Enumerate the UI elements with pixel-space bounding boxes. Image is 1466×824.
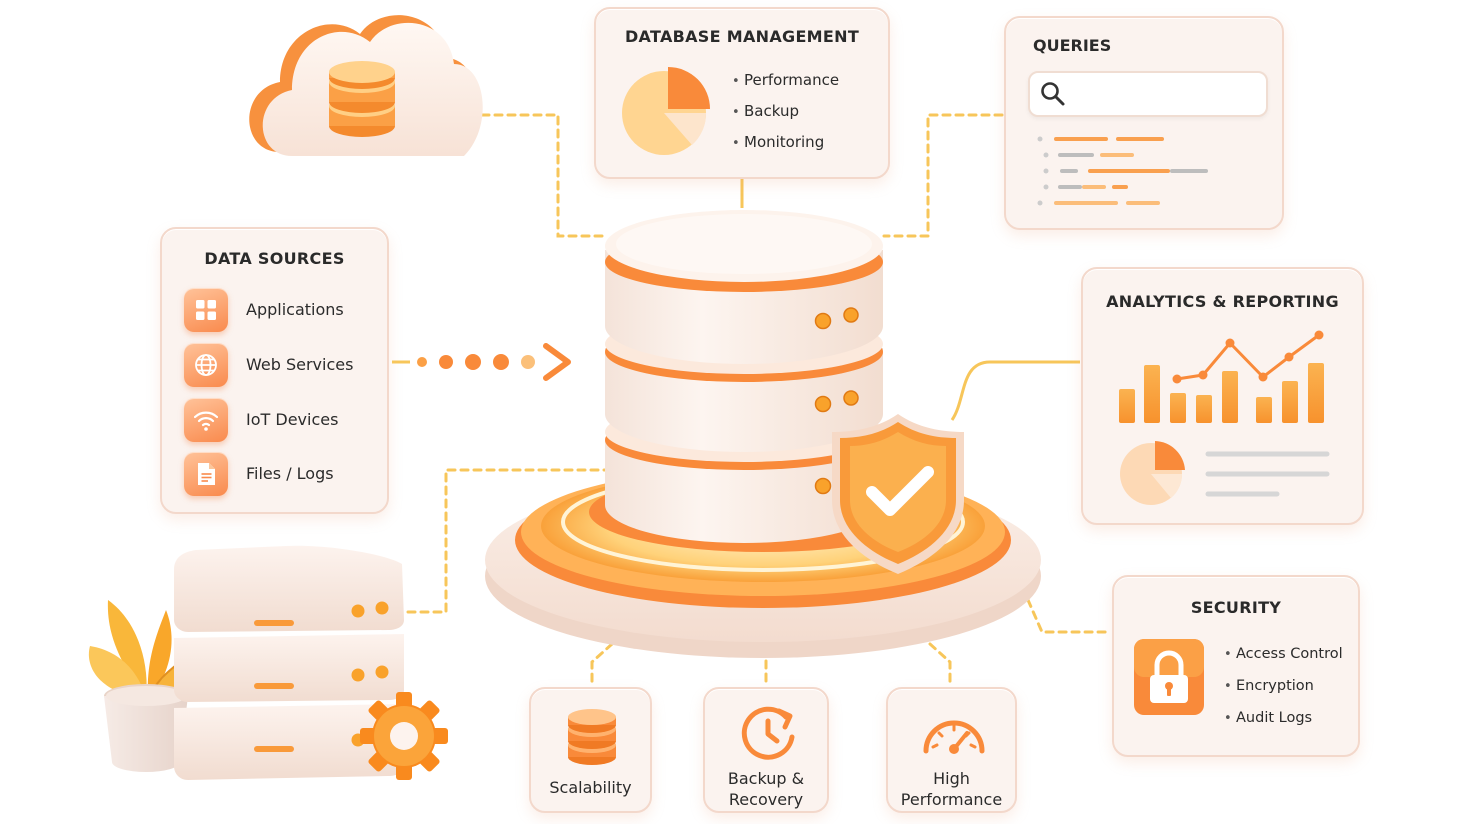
data-flow-arrow-icon xyxy=(392,343,571,381)
cloud-db-stack xyxy=(329,61,395,137)
security-shield-icon xyxy=(832,414,964,574)
central-database-illustration xyxy=(485,210,1041,658)
analytics-reporting-title: ANALYTICS & REPORTING xyxy=(1106,292,1339,311)
db-item-backup: Backup xyxy=(732,102,799,120)
server-rack-illustration xyxy=(88,545,448,780)
database-disk-top xyxy=(605,210,883,364)
data-source-web-services: Web Services xyxy=(184,343,384,387)
server-unit-middle xyxy=(174,634,404,702)
analytics-pie-chart xyxy=(1120,441,1185,505)
wifi-icon xyxy=(194,411,218,431)
data-sources-card: DATA SOURCES Applications Web Services xyxy=(160,227,389,514)
security-item-access-control: Access Control xyxy=(1224,646,1343,662)
db-pie-chart-icon xyxy=(622,67,710,155)
high-performance-label-line1: High xyxy=(933,769,970,788)
security-item-encryption: Encryption xyxy=(1224,678,1314,694)
data-source-iot-devices: IoT Devices xyxy=(184,398,384,442)
high-performance-card: High Performance xyxy=(886,687,1017,813)
data-source-applications: Applications xyxy=(184,288,384,332)
data-sources-title: DATA SOURCES xyxy=(204,249,345,268)
db-item-performance: Performance xyxy=(732,71,839,89)
gear-icon xyxy=(360,692,448,780)
grid-icon xyxy=(196,300,216,320)
data-source-label: Web Services xyxy=(246,355,354,374)
lock-icon xyxy=(1134,639,1204,715)
analytics-reporting-card: ANALYTICS & REPORTING xyxy=(1081,267,1364,525)
search-icon xyxy=(1041,82,1065,106)
server-unit-top xyxy=(174,545,404,632)
high-performance-label-line2: Performance xyxy=(900,790,1003,809)
query-search-input[interactable] xyxy=(1028,71,1268,117)
analytics-bar-line-chart xyxy=(1119,330,1324,423)
database-stack-icon xyxy=(568,709,616,765)
scalability-label: Scalability xyxy=(549,778,632,797)
data-source-label: IoT Devices xyxy=(246,410,339,429)
database-management-card: DATABASE MANAGEMENT Performance Backup M… xyxy=(594,7,890,179)
database-management-title: DATABASE MANAGEMENT xyxy=(624,27,860,46)
backup-recovery-label-line1: Backup & xyxy=(727,769,805,788)
scalability-card: Scalability xyxy=(529,687,652,813)
cloud-database-icon xyxy=(249,15,483,157)
queries-title: QUERIES xyxy=(1033,36,1112,55)
security-card: SECURITY Access Control Encryption Audit… xyxy=(1112,575,1360,757)
data-source-label: Applications xyxy=(246,300,344,319)
speedometer-icon xyxy=(923,720,985,754)
file-icon xyxy=(198,463,215,485)
backup-clock-icon xyxy=(741,706,795,760)
security-item-audit-logs: Audit Logs xyxy=(1224,710,1312,726)
query-code-lines xyxy=(1037,136,1208,206)
data-source-label: Files / Logs xyxy=(246,464,334,483)
data-source-files-logs: Files / Logs xyxy=(184,452,384,496)
backup-recovery-card: Backup & Recovery xyxy=(703,687,829,813)
analytics-summary-lines xyxy=(1205,451,1330,497)
globe-icon xyxy=(195,354,217,376)
db-item-monitoring: Monitoring xyxy=(732,133,824,151)
plant-pot xyxy=(104,684,188,772)
queries-card: QUERIES xyxy=(1004,16,1284,230)
backup-recovery-label-line2: Recovery xyxy=(728,790,804,809)
security-title: SECURITY xyxy=(1190,598,1282,617)
